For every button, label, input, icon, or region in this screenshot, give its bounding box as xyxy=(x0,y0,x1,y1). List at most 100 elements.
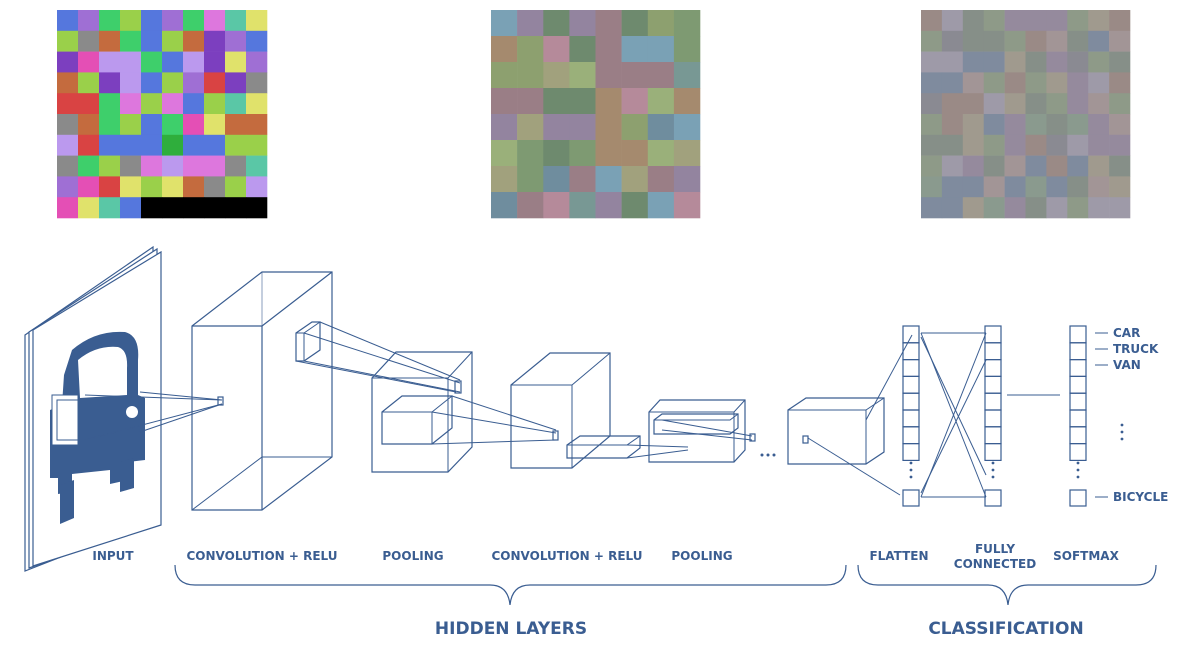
conv1-volume xyxy=(191,271,462,511)
feature-map-cell xyxy=(941,93,964,115)
feature-map-cell xyxy=(621,140,648,167)
feature-map-cell xyxy=(543,192,570,219)
neuron-cell xyxy=(1069,342,1087,361)
feature-map-cell xyxy=(491,36,518,63)
feature-map-cell xyxy=(921,176,943,198)
feature-map-cell xyxy=(1109,10,1131,32)
feature-map-cell xyxy=(120,114,142,136)
feature-map-cell xyxy=(673,192,701,219)
feature-map-cell xyxy=(120,155,142,177)
feature-map-grid-2 xyxy=(491,10,701,219)
feature-map-cell xyxy=(120,93,142,115)
feature-map-cell xyxy=(1109,51,1131,73)
feature-map-cell xyxy=(983,176,1005,198)
feature-map-cell xyxy=(1004,93,1026,115)
feature-map-cell xyxy=(647,36,675,63)
feature-map-cell xyxy=(569,166,596,193)
feature-map-cell xyxy=(517,192,544,219)
feature-map-cell xyxy=(983,93,1005,115)
feature-map-cell xyxy=(595,62,622,89)
feature-map-cell xyxy=(183,93,205,115)
feature-map-cell xyxy=(99,51,121,73)
feature-map-cell xyxy=(1004,176,1026,198)
label-conv1: CONVOLUTION + RELU xyxy=(187,549,338,563)
feature-map-cell xyxy=(204,155,226,177)
feature-map-cell xyxy=(673,36,701,63)
feature-map-cell xyxy=(621,192,648,219)
feature-map-cell xyxy=(204,134,226,156)
feature-map-cell xyxy=(1046,72,1068,94)
output-label-bicycle: BICYCLE xyxy=(1113,490,1168,504)
feature-map-cell xyxy=(183,176,205,198)
feature-map-cell xyxy=(595,10,622,37)
feature-map-cell xyxy=(647,88,675,115)
feature-map-cell xyxy=(595,166,622,193)
feature-map-cell xyxy=(1046,30,1068,52)
ellipsis-dot xyxy=(991,475,995,479)
label-pool2: POOLING xyxy=(671,549,732,563)
ellipsis-dot xyxy=(909,468,913,472)
feature-map-cell xyxy=(517,36,544,63)
feature-map-cell xyxy=(225,197,247,219)
feature-map-cell xyxy=(673,10,701,37)
feature-map-cell xyxy=(1046,134,1068,156)
feature-map-cell xyxy=(1025,93,1047,115)
pool1-volume xyxy=(371,351,559,473)
feature-map-cell xyxy=(183,30,205,52)
neuron-cell xyxy=(1069,489,1087,507)
feature-map-cell xyxy=(569,192,596,219)
feature-map-cell xyxy=(162,197,184,219)
feature-map-cell xyxy=(141,114,163,136)
output-label-truck: TRUCK xyxy=(1113,342,1159,356)
feature-map-cell xyxy=(921,30,943,52)
neuron-cell xyxy=(902,443,920,462)
feature-map-cell xyxy=(491,114,518,141)
feature-map-cell xyxy=(1004,10,1026,32)
feature-map-cell xyxy=(1109,197,1131,219)
feature-map-cell xyxy=(1067,114,1089,136)
feature-map-cell xyxy=(141,155,163,177)
feature-map-cell xyxy=(99,134,121,156)
feature-map-cell xyxy=(141,10,163,32)
neuron-cell xyxy=(1069,443,1087,462)
feature-map-cell xyxy=(78,114,100,136)
ellipsis-dot xyxy=(1076,475,1080,479)
label-pool1: POOLING xyxy=(382,549,443,563)
feature-map-cell xyxy=(1025,10,1047,32)
neuron-cell xyxy=(1069,409,1087,428)
ellipsis-dot xyxy=(909,475,913,479)
feature-map-cell xyxy=(983,155,1005,177)
feature-map-cell xyxy=(543,62,570,89)
feature-map-cell xyxy=(141,134,163,156)
feature-map-cell xyxy=(57,176,79,198)
feature-map-cell xyxy=(517,10,544,37)
feature-map-cell xyxy=(983,197,1005,219)
feature-map-cell xyxy=(491,88,518,115)
feature-map-cell xyxy=(621,36,648,63)
feature-map-cell xyxy=(225,93,247,115)
feature-map-cell xyxy=(183,134,205,156)
feature-map-cell xyxy=(162,51,184,73)
feature-map-cell xyxy=(78,51,100,73)
feature-map-cell xyxy=(941,176,964,198)
feature-map-cell xyxy=(225,155,247,177)
neuron-cell xyxy=(1069,392,1087,411)
feature-map-cell xyxy=(941,114,964,136)
feature-map-cell xyxy=(983,10,1005,32)
feature-map-cell xyxy=(1025,197,1047,219)
feature-map-cell xyxy=(491,10,518,37)
feature-map-cell xyxy=(962,72,984,94)
feature-map-cell xyxy=(491,62,518,89)
feature-map-cell xyxy=(647,62,675,89)
feature-map-cell xyxy=(162,72,184,94)
feature-map-cell xyxy=(921,10,943,32)
feature-map-cell xyxy=(204,51,226,73)
feature-map-cell xyxy=(1025,30,1047,52)
feature-map-cell xyxy=(921,114,943,136)
feature-map-cell xyxy=(517,140,544,167)
label-fully: FULLY xyxy=(975,542,1015,556)
neuron-cell xyxy=(984,489,1002,507)
feature-map-cell xyxy=(141,176,163,198)
feature-map-cell xyxy=(983,134,1005,156)
